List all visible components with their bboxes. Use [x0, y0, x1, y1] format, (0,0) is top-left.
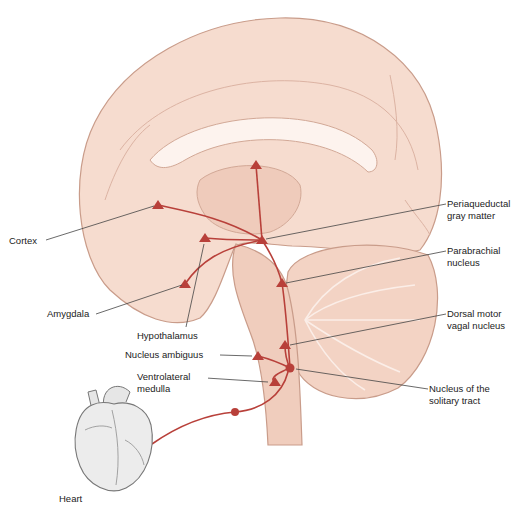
structure-label: Ventrolateral medulla	[136, 371, 208, 394]
corpus-callosum	[150, 118, 377, 172]
structure-label: Periaqueductal gray matter	[446, 198, 514, 221]
neural-pathway	[262, 240, 290, 368]
leader-line	[96, 285, 182, 314]
arbor-vitae	[305, 320, 365, 390]
neuron-body	[279, 340, 291, 349]
structure-label: Dorsal motor vagal nucleus	[446, 308, 514, 331]
neural-pathway	[205, 238, 262, 240]
sulcus-line	[105, 125, 150, 200]
arbor-vitae	[305, 285, 415, 320]
leader-line	[296, 369, 428, 389]
neuron-body	[256, 235, 268, 244]
sulcus-line	[390, 75, 397, 160]
heart-outline	[75, 403, 152, 491]
leader-line	[186, 244, 204, 327]
leader-line	[286, 251, 446, 283]
heart-drawing	[75, 386, 152, 490]
neuron-body	[179, 279, 191, 288]
structure-label: Parabrachial nucleus	[446, 245, 514, 268]
leader-line	[290, 314, 446, 345]
structure-label: Amygdala	[46, 308, 90, 320]
leader-line	[266, 204, 446, 239]
neuron-body	[199, 233, 211, 242]
leader-line	[206, 378, 268, 382]
neural-pathway	[158, 205, 262, 240]
arbor-vitae	[305, 258, 400, 320]
heart-detail	[85, 426, 112, 430]
structure-label: Nucleus of the solitary tract	[428, 383, 514, 406]
neuron-body	[152, 200, 164, 209]
neuron-body	[269, 377, 281, 386]
neuron-body	[286, 364, 295, 373]
neural-pathway	[258, 356, 290, 368]
diencephalon	[197, 166, 301, 234]
leader-line	[46, 204, 446, 389]
neuron-body	[250, 160, 262, 169]
sulcus-line	[405, 200, 430, 235]
heart-detail	[112, 410, 118, 485]
structure-label: Hypothalamus	[136, 330, 199, 342]
arbor-vitae	[305, 319, 420, 321]
structure-label: Cortex	[8, 235, 38, 247]
arbor-vitae	[305, 258, 420, 390]
neural-pathway	[256, 165, 262, 240]
neural-pathway	[152, 165, 290, 444]
ganglion-dot	[231, 408, 239, 416]
leader-line	[46, 206, 154, 240]
organ-label: Heart	[58, 493, 83, 505]
neuron-body	[252, 351, 264, 360]
structure-label: Nucleus ambiguus	[124, 349, 204, 361]
heart-detail	[125, 440, 144, 465]
neuron-body	[276, 278, 288, 287]
leader-line	[220, 355, 252, 356]
